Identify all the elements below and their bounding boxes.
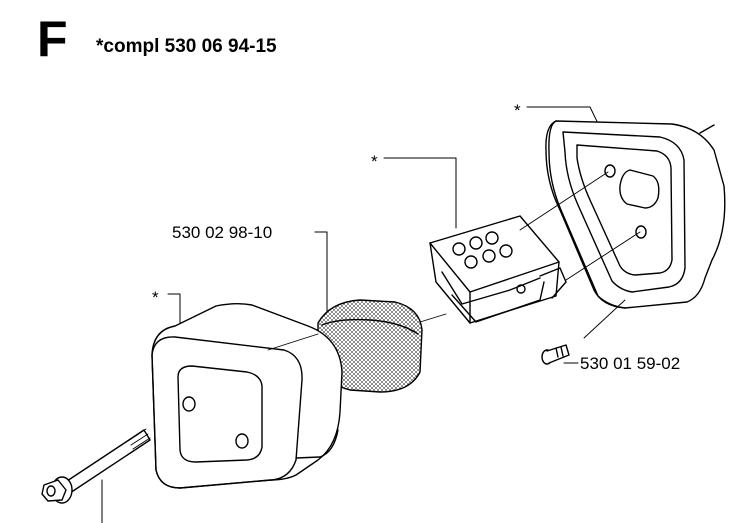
kit-part-number: *compl 530 06 94-15 xyxy=(96,36,277,57)
callout-front-cover: * xyxy=(152,288,159,307)
section-letter: F xyxy=(37,11,68,67)
long-bolt xyxy=(41,428,151,504)
filter-bracket xyxy=(429,215,567,324)
callout-rear-cover: * xyxy=(514,101,521,120)
callout-filter-element: 530 02 98-10 xyxy=(172,223,273,242)
alignment-lines xyxy=(267,171,641,351)
small-screw xyxy=(541,344,570,365)
callout-bracket: * xyxy=(371,152,378,171)
rear-filter-cover xyxy=(545,120,726,309)
front-filter-cover xyxy=(151,303,343,489)
callout-screw: 530 01 59-02 xyxy=(580,354,681,373)
